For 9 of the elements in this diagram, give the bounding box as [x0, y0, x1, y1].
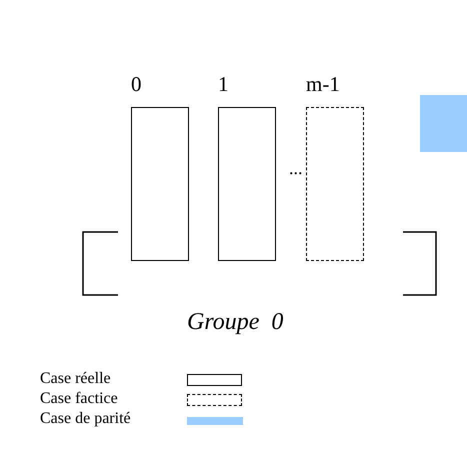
column-index: 0 [131, 72, 142, 96]
ellipsis: ... [289, 158, 302, 179]
parity-slot [420, 95, 467, 152]
legend-label: Case réelle [40, 370, 111, 388]
column-index: m-1 [306, 72, 340, 96]
legend-label: Case factice [40, 390, 118, 408]
column-index: 1 [218, 72, 228, 96]
group-caption: Groupe 0 [187, 309, 284, 336]
legend-label: Case de parité [40, 410, 131, 428]
